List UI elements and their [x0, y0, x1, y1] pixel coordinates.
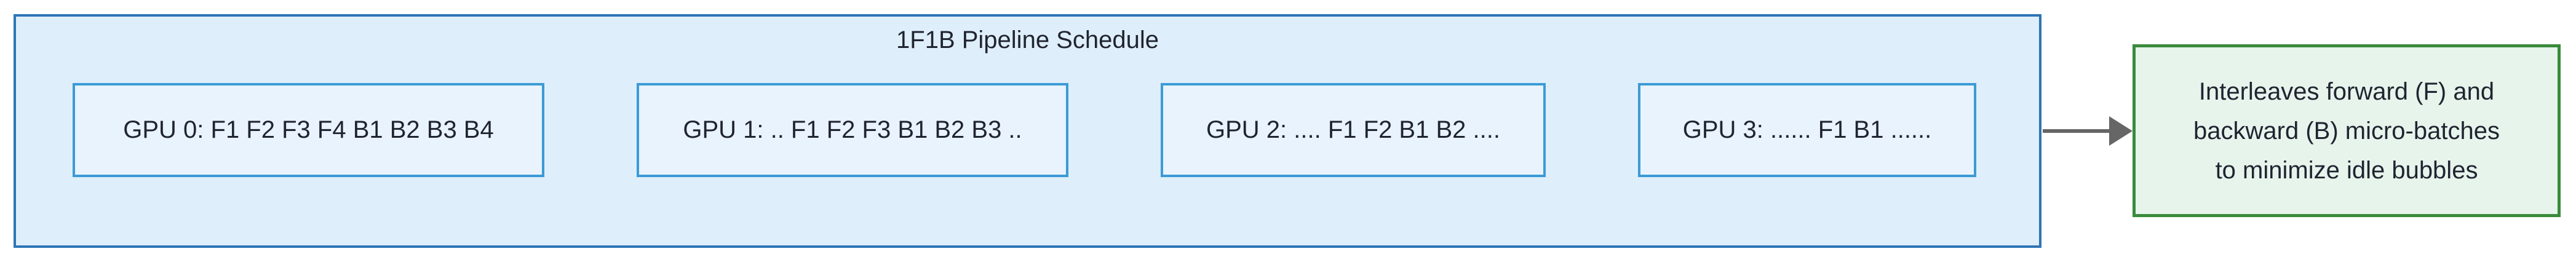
arrowhead-icon	[2109, 116, 2133, 146]
connector-arrow	[2043, 116, 2133, 146]
gpu-0-label: GPU 0: F1 F2 F3 F4 B1 B2 B3 B4	[123, 116, 494, 143]
annotation-box: Interleaves forward (F) and backward (B)…	[2133, 44, 2561, 217]
gpu-1-node: GPU 1: .. F1 F2 F3 B1 B2 B3 ..	[637, 83, 1068, 177]
annotation-line: to minimize idle bubbles	[2215, 156, 2478, 184]
gpu-3-label: GPU 3: ...... F1 B1 ......	[1682, 116, 1932, 143]
gpu-3-node: GPU 3: ...... F1 B1 ......	[1638, 83, 1976, 177]
gpu-2-node: GPU 2: .... F1 F2 B1 B2 ....	[1161, 83, 1546, 177]
gpu-2-label: GPU 2: .... F1 F2 B1 B2 ....	[1206, 116, 1500, 143]
pipeline-schedule-container: 1F1B Pipeline Schedule GPU 0: F1 F2 F3 F…	[14, 14, 2041, 248]
gpu-0-node: GPU 0: F1 F2 F3 F4 B1 B2 B3 B4	[73, 83, 544, 177]
arrow-line	[2043, 129, 2115, 133]
pipeline-schedule-title: 1F1B Pipeline Schedule	[896, 26, 1159, 54]
annotation-line: backward (B) micro-batches	[2193, 117, 2500, 145]
gpu-1-label: GPU 1: .. F1 F2 F3 B1 B2 B3 ..	[683, 116, 1022, 143]
annotation-line: Interleaves forward (F) and	[2198, 77, 2495, 105]
